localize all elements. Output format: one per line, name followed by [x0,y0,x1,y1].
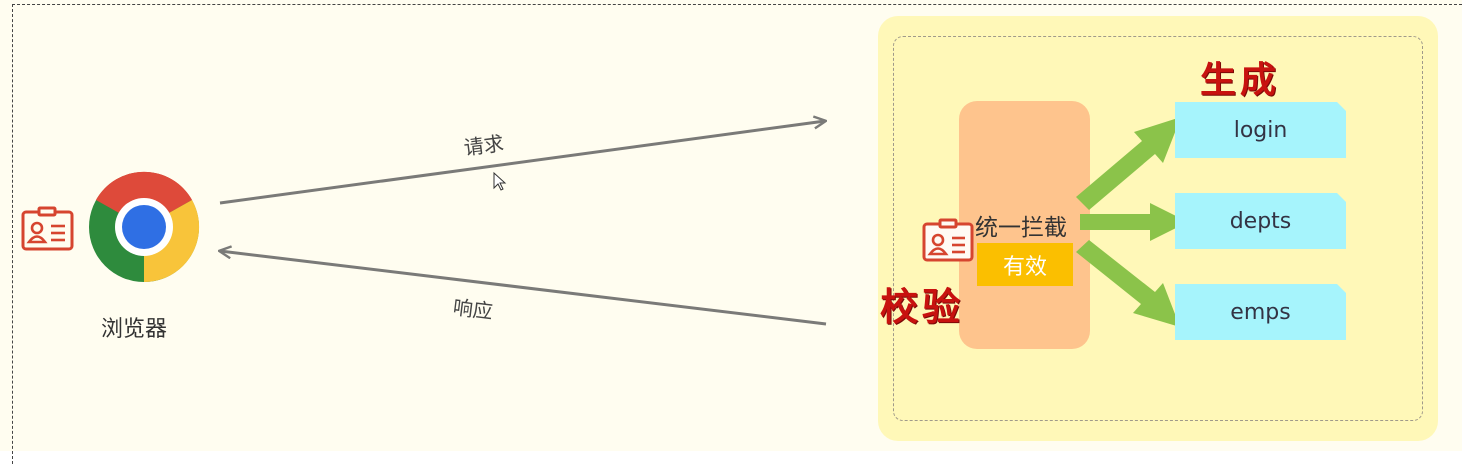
endpoint-emps: emps [1175,284,1346,340]
id-card-icon [21,206,74,251]
request-label: 请求 [462,131,506,160]
token-id-card-icon [922,218,974,262]
green-arrow-login [1076,117,1181,210]
browser-label: 浏览器 [101,317,168,342]
client-boundary [12,4,1462,464]
chrome-icon [89,171,200,283]
endpoint-depts: depts [1175,193,1346,249]
response-arrow [220,251,827,326]
interceptor-box [959,101,1090,349]
verify-annotation: 校验 [880,284,965,329]
valid-badge: 有效 [977,243,1073,286]
mouse-cursor-icon [493,171,507,191]
server-inner-boundary [893,36,1423,421]
interceptor-label: 统一拦截 [975,215,1067,241]
generate-annotation: 生成 [1200,59,1281,101]
endpoint-login: login [1175,102,1346,158]
green-arrow-depts [1080,203,1188,241]
request-arrow [219,121,825,205]
green-arrow-emps [1076,240,1180,327]
response-label: 响应 [451,294,495,324]
diagram-graphics [21,0,1188,327]
